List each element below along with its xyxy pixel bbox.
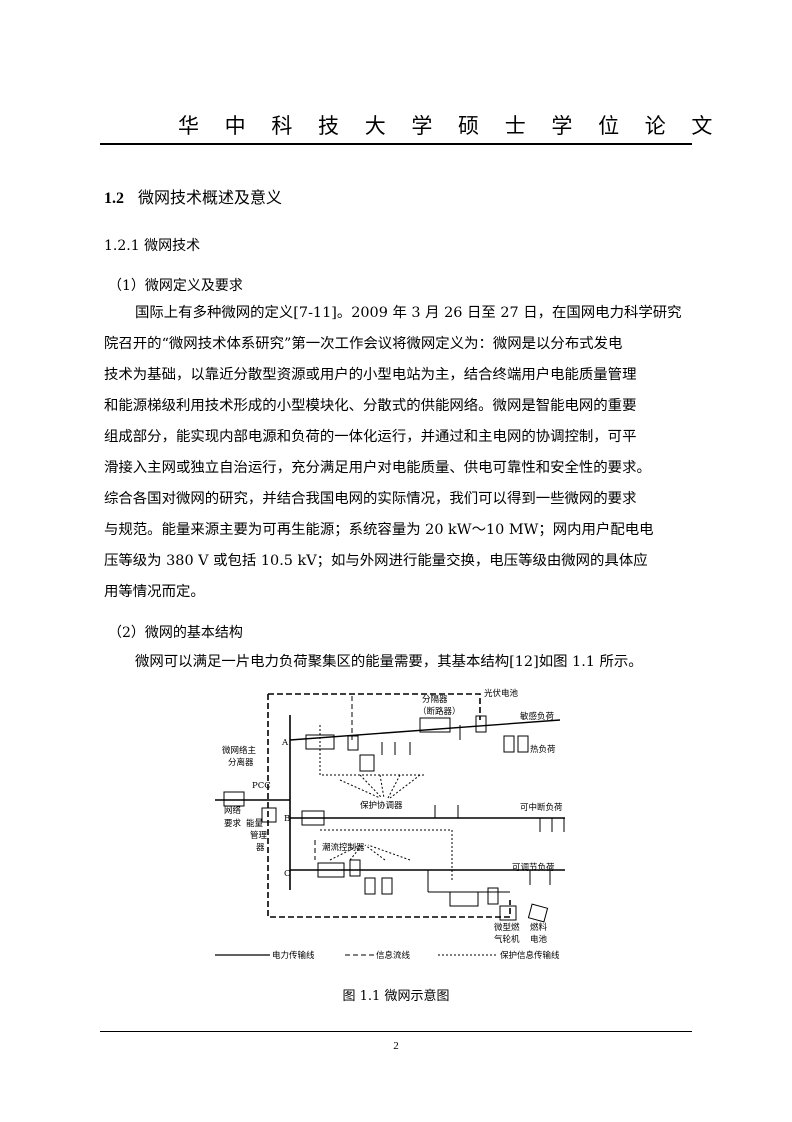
item-heading-1: （1）微网定义及要求 [108, 278, 243, 294]
section-number: 1.2 [104, 190, 124, 207]
label-sensitive-load: 敏感负荷 [520, 711, 555, 722]
label-bus-b: B [284, 814, 290, 824]
label-main-separator-2: 分离器 [228, 757, 254, 768]
legend-info: 信息流线 [376, 950, 411, 961]
paragraph-line: 与规范。能量来源主要为可再生能源；系统容量为 20 kW～10 MW；网内用户配… [104, 522, 654, 538]
paragraph-line: 和能源梯级利用技术形成的小型模块化、分散式的供能网络。微网是智能电网的重要 [104, 398, 637, 414]
subsection-heading: 1.2.1 微网技术 [104, 238, 201, 254]
label-breaker: 分隔器 [422, 695, 448, 705]
label-bus-a: A [281, 738, 289, 748]
label-pcc: PCC [252, 781, 271, 791]
label-main-separator: 微网络主 [222, 745, 257, 756]
label-energy-mgr-3: 器 [256, 843, 265, 853]
paragraph-line: 技术为基础，以靠近分散型资源或用户的小型电站为主，结合终端用户电能质量管理 [104, 367, 637, 383]
page-header-title: 华 中 科 技 大 学 硕 士 学 位 论 文 [178, 114, 722, 138]
label-fuel-cell: 燃料 [530, 922, 548, 933]
label-breaker-2: （断路器） [418, 706, 461, 717]
paragraph-line: 滑接入主网或独立自治运行，充分满足用户对电能质量、供电可靠性和安全性的要求。 [104, 460, 651, 476]
label-flow-ctrl: 潮流控制器 [322, 842, 365, 853]
label-protect-coord: 保护协调器 [360, 800, 403, 811]
label-micro-turbine-2: 气轮机 [494, 934, 520, 945]
label-interruptible-load: 可中断负荷 [520, 802, 563, 813]
footer-rule [100, 1031, 692, 1032]
label-grid-req-2: 要求 [224, 818, 242, 829]
paragraph-line: 用等情况而定。 [104, 584, 205, 600]
microgrid-diagram: 微网络主 分离器 PCC 网络 要求 能量 管理 器 A B C 分隔器 （断路… [215, 688, 565, 961]
label-heat-load: 热负荷 [530, 744, 556, 755]
header-rule [100, 143, 692, 145]
figure-caption: 图 1.1 微网示意图 [342, 989, 450, 1004]
label-energy-mgr: 能量 [246, 818, 264, 829]
paragraph-line: 院召开的“微网技术体系研究”第一次工作会议将微网定义为：微网是以分布式发电 [104, 336, 623, 352]
paragraph-line: 压等级为 380 V 或包括 10.5 kV；如与外网进行能量交换，电压等级由微… [104, 553, 648, 569]
paragraph-line: 组成部分，能实现内部电源和负荷的一体化运行，并通过和主电网的协调控制，可平 [104, 429, 637, 445]
legend-protect: 保护信息传输线 [500, 950, 560, 961]
paragraph-definition: 国际上有多种微网的定义[7-11]。2009 年 3 月 26 日至 27 日，… [104, 298, 724, 608]
label-energy-mgr-2: 管理 [250, 830, 268, 841]
label-adjustable-load: 可调节负荷 [512, 862, 555, 873]
label-micro-turbine: 微型燃 [494, 922, 520, 933]
label-grid-req: 网络 [224, 805, 242, 816]
legend-power: 电力传输线 [272, 950, 315, 961]
section-title: 微网技术概述及意义 [138, 188, 283, 207]
paragraph-line: 国际上有多种微网的定义[7-11]。2009 年 3 月 26 日至 27 日，… [135, 305, 682, 321]
item-heading-2: （2）微网的基本结构 [108, 625, 243, 641]
paragraph-line: 综合各国对微网的研究，并结合我国电网的实际情况，我们可以得到一些微网的要求 [104, 491, 637, 507]
label-pv: 光伏电池 [484, 688, 519, 699]
paragraph-structure: 微网可以满足一片电力负荷聚集区的能量需要，其基本结构[12]如图 1.1 所示。 [135, 654, 643, 670]
label-bus-c: C [284, 869, 291, 879]
section-heading: 1.2 微网技术概述及意义 [104, 184, 282, 208]
label-fuel-cell-2: 电池 [530, 934, 548, 945]
page-number: 2 [393, 1040, 399, 1052]
